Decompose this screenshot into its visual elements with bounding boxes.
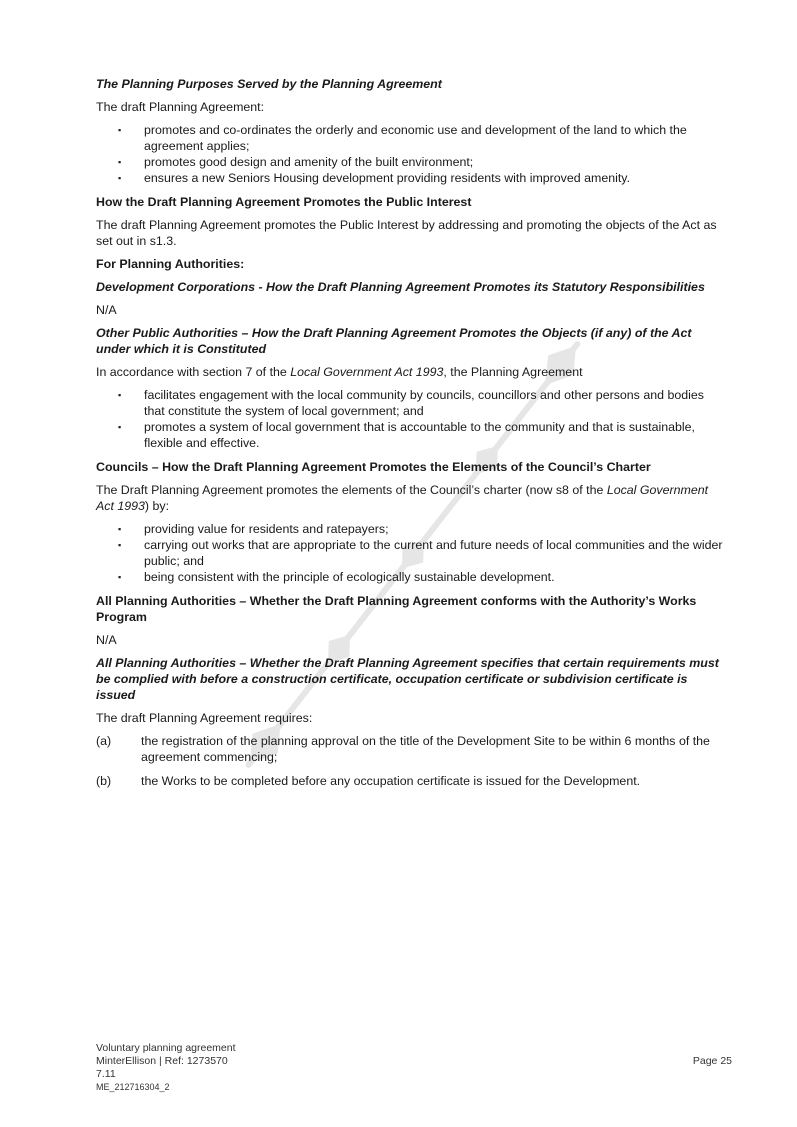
bullet-icon: ▪ [118,540,122,550]
list-item: ▪promotes a system of local government t… [118,420,695,450]
list-item: ▪facilitates engagement with the local c… [118,388,704,418]
bullet-icon: ▪ [118,157,122,167]
section-heading-development-corporations: Development Corporations - How the Draft… [96,280,705,294]
section-heading-other-public-authorities: Other Public Authorities – How the Draft… [96,326,692,356]
footer-document-title: Voluntary planning agreement [96,1042,236,1054]
bullet-icon: ▪ [118,572,122,582]
footer-reference: MinterEllison | Ref: 1273570 [96,1055,228,1067]
footer-version: 7.11 [96,1068,116,1080]
bullet-icon: ▪ [118,524,122,534]
list-item: ▪promotes and co-ordinates the orderly a… [118,123,687,153]
bullet-list-objects: ▪facilitates engagement with the local c… [96,387,726,451]
paragraph-na: N/A [96,303,117,317]
list-item: ▪ensures a new Seniors Housing developme… [118,171,631,185]
bullet-list-charter: ▪providing value for residents and ratep… [96,521,726,585]
list-item: ▪carrying out works that are appropriate… [118,538,723,568]
bullet-icon: ▪ [118,422,122,432]
section-heading-councils-charter: Councils – How the Draft Planning Agreem… [96,460,651,474]
section-heading-public-interest: How the Draft Planning Agreement Promote… [96,195,472,209]
paragraph-requires: The draft Planning Agreement requires: [96,711,313,725]
footer-document-id: ME_212716304_2 [96,1082,170,1092]
list-item: ▪being consistent with the principle of … [118,570,555,584]
bullet-list-purposes: ▪promotes and co-ordinates the orderly a… [96,122,726,186]
section-heading-planning-authorities: For Planning Authorities: [96,257,245,271]
paragraph-na: N/A [96,633,117,647]
section-heading-certificate-requirements: All Planning Authorities – Whether the D… [96,656,719,702]
bullet-icon: ▪ [118,173,122,183]
page-number: Page 25 [692,1055,732,1067]
paragraph-local-government-act: In accordance with section 7 of the Loca… [96,365,583,379]
section-heading-works-program: All Planning Authorities – Whether the D… [96,594,697,624]
paragraph-intro: The draft Planning Agreement: [96,100,265,114]
section-heading-planning-purposes: The Planning Purposes Served by the Plan… [96,77,442,91]
paragraph-public-interest: The draft Planning Agreement promotes th… [96,218,717,248]
list-item: ▪providing value for residents and ratep… [118,522,389,536]
numbered-item-a: (a)the registration of the planning appr… [96,734,710,764]
bullet-icon: ▪ [118,125,122,135]
paragraph-council-charter: The Draft Planning Agreement promotes th… [96,483,709,513]
document-body: The Planning Purposes Served by the Plan… [96,76,726,797]
page-footer: Voluntary planning agreement MinterEllis… [96,1042,732,1094]
numbered-item-b: (b)the Works to be completed before any … [96,774,641,788]
bullet-icon: ▪ [118,390,122,400]
list-item: ▪promotes good design and amenity of the… [118,155,474,169]
